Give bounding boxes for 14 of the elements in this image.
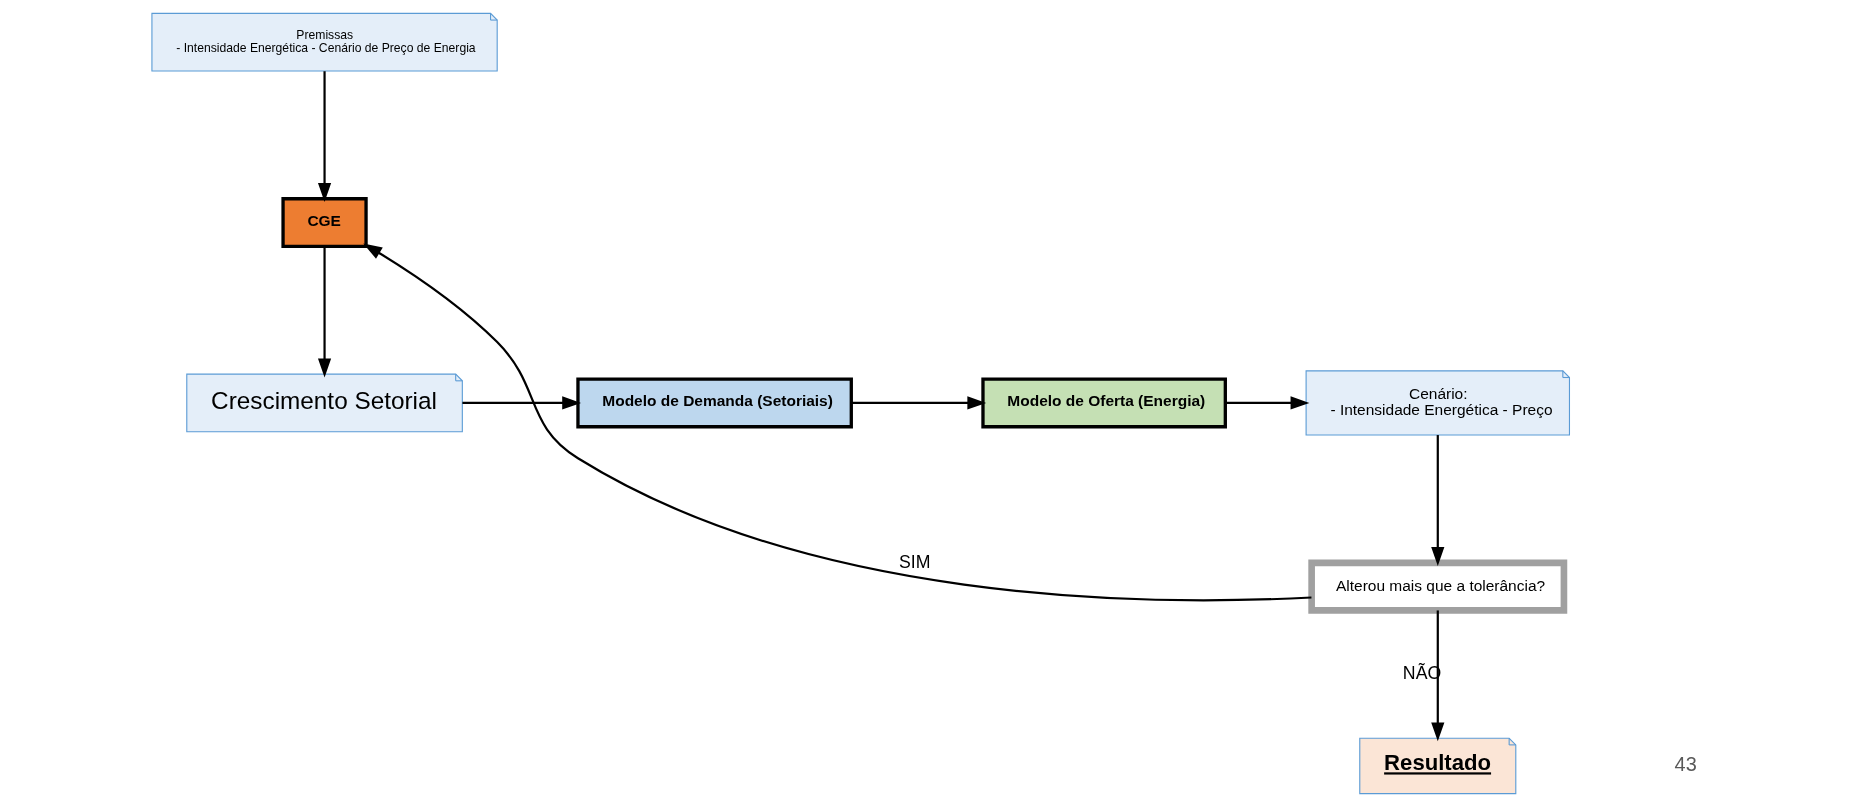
node-box: Modelo de Demanda (Setoriais) [575, 377, 853, 428]
arrow [362, 242, 1311, 601]
arrow [461, 395, 581, 410]
arrow [1430, 434, 1444, 566]
arrow [851, 395, 986, 410]
arrow [1224, 395, 1309, 410]
arrow [317, 70, 331, 202]
node-box: Modelo de Oferta (Energia) [980, 377, 1227, 428]
edge-label: SIM [898, 551, 930, 572]
label: 43 [1674, 752, 1697, 775]
arrow [1430, 609, 1444, 741]
node-box: CGE [280, 196, 368, 248]
node-box: Alterou mais que a tolerância? [1307, 559, 1567, 614]
arrow [317, 246, 331, 377]
